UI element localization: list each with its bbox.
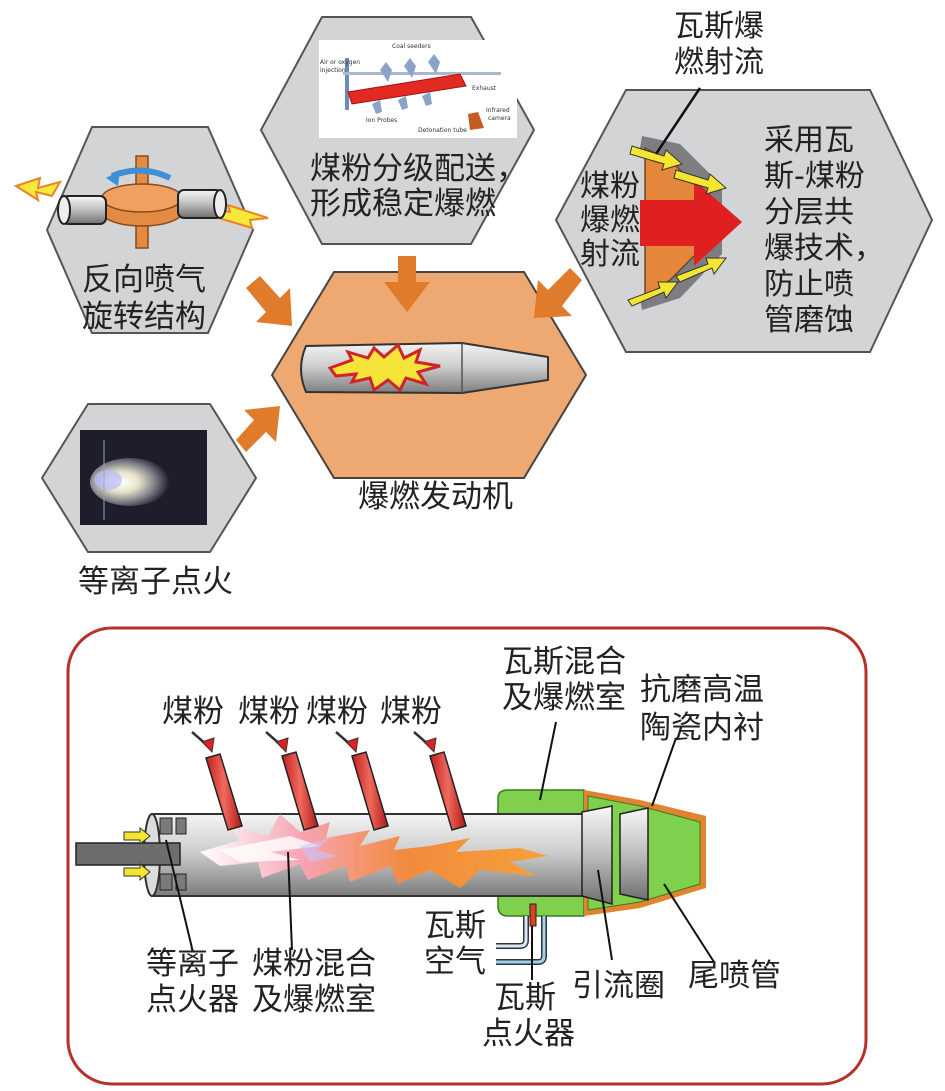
hex-rotation (13, 126, 269, 334)
arrow-from-plasma (236, 406, 280, 452)
fig-infrared: Infrared (486, 107, 510, 114)
cofire-line6: 管磨蚀 (764, 303, 854, 338)
plasma-flame (90, 458, 170, 506)
leader-coal-chamber (287, 851, 293, 951)
rotation-label-line2: 旋转结构 (82, 299, 206, 335)
cofire-line2: 斯-煤粉 (764, 159, 865, 194)
fig-ion-probes: Ion Probes (366, 117, 397, 124)
engine-label: 爆燃发动机 (358, 479, 513, 515)
gas-air-inlets (496, 903, 547, 965)
gas-chamber-line1: 瓦斯混合 (502, 644, 626, 680)
engine-tube (300, 341, 549, 395)
cofire-line1: 采用瓦 (764, 123, 854, 158)
engine-flame (327, 342, 441, 393)
cofire-line3: 分层共 (764, 195, 854, 230)
coal-feed-pipes (191, 731, 467, 831)
staged-label-line2: 形成稳定爆燃 (310, 186, 496, 222)
fig-coal-seeders: Coal seeders (392, 43, 431, 50)
gas-igniter-graphic (529, 903, 537, 927)
fig-camera: camera (488, 115, 511, 122)
coal-chamber-line2: 及爆燃室 (252, 982, 376, 1018)
coal-chamber-line1: 煤粉混合 (252, 946, 376, 982)
fig-exhaust: Exhaust (472, 85, 497, 92)
gas-air-line2: 空气 (424, 944, 486, 980)
arrow-from-rotation (246, 276, 292, 326)
leader-plasma-igniter (165, 839, 193, 949)
nozzle-label: 尾喷管 (688, 958, 781, 994)
leader-guide-ring (597, 869, 613, 961)
cofire-line5: 防止喷 (764, 267, 854, 302)
guide-ring-label: 引流圈 (572, 968, 665, 1004)
gas-chamber-line2: 及爆燃室 (502, 680, 626, 716)
coal-label-2: 煤粉 (238, 694, 300, 730)
staged-label-line1: 煤粉分级配送， (310, 151, 527, 187)
hex-engine (270, 271, 588, 479)
fig-injection: injection (320, 67, 346, 74)
arrow-from-staged (384, 256, 430, 312)
guide-ring-2 (619, 807, 649, 901)
liner-line2: 陶瓷内衬 (640, 710, 764, 746)
coal-label-1: 煤粉 (162, 694, 224, 730)
gas-igniter-line1: 瓦斯 (494, 980, 556, 1016)
flow-arrows (236, 256, 582, 452)
coal-jet-line2: 爆燃 (580, 203, 640, 238)
gas-jet-title-line1: 瓦斯爆 (674, 9, 764, 44)
gas-jet-leader (654, 87, 702, 155)
hex-staged: Air or oxygen injection Coal seeders Exh… (259, 16, 536, 245)
fig-air-oxygen: Air or oxygen (320, 59, 360, 66)
coal-label-4: 煤粉 (380, 694, 442, 730)
leader-liner (651, 737, 677, 807)
plasma-ignition-label: 等离子点火 (78, 564, 233, 600)
guide-ring-1 (581, 805, 613, 905)
plasma-igniter-line2: 点火器 (146, 982, 239, 1018)
hex-plasma (40, 403, 258, 553)
leader-gas-chamber (539, 721, 557, 801)
gas-jet-arrows (627, 145, 728, 307)
plasma-igniter-graphic (75, 817, 187, 891)
fig-detonation-tube: Detonation tube (418, 127, 467, 134)
coal-label-3: 煤粉 (306, 694, 368, 730)
liner-line1: 抗磨高温 (640, 672, 764, 708)
cofire-line4: 爆技术， (764, 231, 884, 266)
coal-jet-line3: 射流 (580, 237, 640, 272)
arrow-from-cofire (534, 268, 582, 318)
coal-jet-arrow (640, 180, 742, 266)
coal-flames (200, 814, 548, 888)
plasma-igniter-line1: 等离子 (146, 946, 239, 982)
hex-cofire (554, 87, 934, 353)
gas-air-line1: 瓦斯 (424, 908, 486, 944)
gas-jet-title-line2: 燃射流 (674, 45, 764, 80)
coal-jet-line1: 煤粉 (580, 169, 640, 204)
rotation-label-line1: 反向喷气 (82, 262, 206, 298)
gas-igniter-line2: 点火器 (482, 1016, 575, 1052)
leader-nozzle (663, 883, 715, 963)
